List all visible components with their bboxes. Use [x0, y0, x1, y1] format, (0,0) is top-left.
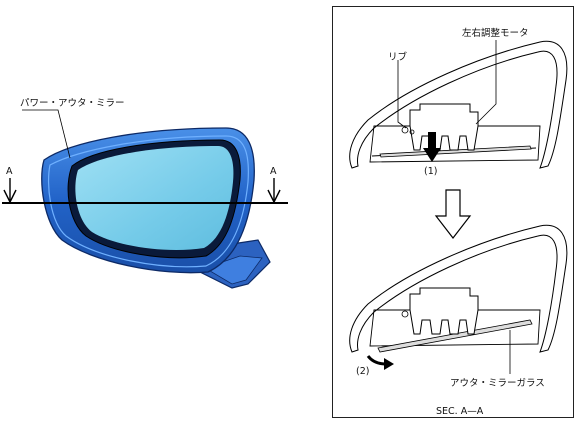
section-caption: SEC. A—A — [436, 406, 484, 417]
section-view-after — [349, 224, 568, 374]
section-view-before — [349, 40, 568, 169]
lr-adjust-motor-label: 左右調整モータ — [462, 27, 529, 39]
section-mark-left: A — [6, 166, 13, 177]
leader-power-outer-mirror — [22, 109, 71, 159]
rotate-arrow-2 — [366, 355, 387, 366]
power-outer-mirror-illustration — [2, 109, 288, 289]
section-mark-right: A — [270, 166, 277, 177]
housing-outline-upper — [349, 40, 568, 169]
mirror-glass-upper — [379, 145, 532, 158]
press-arrow-1 — [423, 132, 441, 162]
mirror-glass — [75, 146, 234, 251]
power-outer-mirror-label: パワー・アウタ・ミラー — [20, 98, 125, 109]
rib-label: リブ — [388, 51, 408, 63]
outer-mirror-glass-label: アウタ・ミラーガラス — [450, 378, 545, 389]
step-2-label: (2) — [356, 366, 369, 377]
section-view-frame — [332, 6, 574, 418]
lr-adjust-motor-lower — [409, 287, 479, 335]
transition-arrow — [434, 189, 472, 239]
mirror-glass-lower — [377, 319, 533, 353]
step-1-label: (1) — [424, 166, 437, 177]
housing-outline-lower — [349, 224, 568, 353]
lr-adjust-motor-upper — [409, 103, 479, 151]
